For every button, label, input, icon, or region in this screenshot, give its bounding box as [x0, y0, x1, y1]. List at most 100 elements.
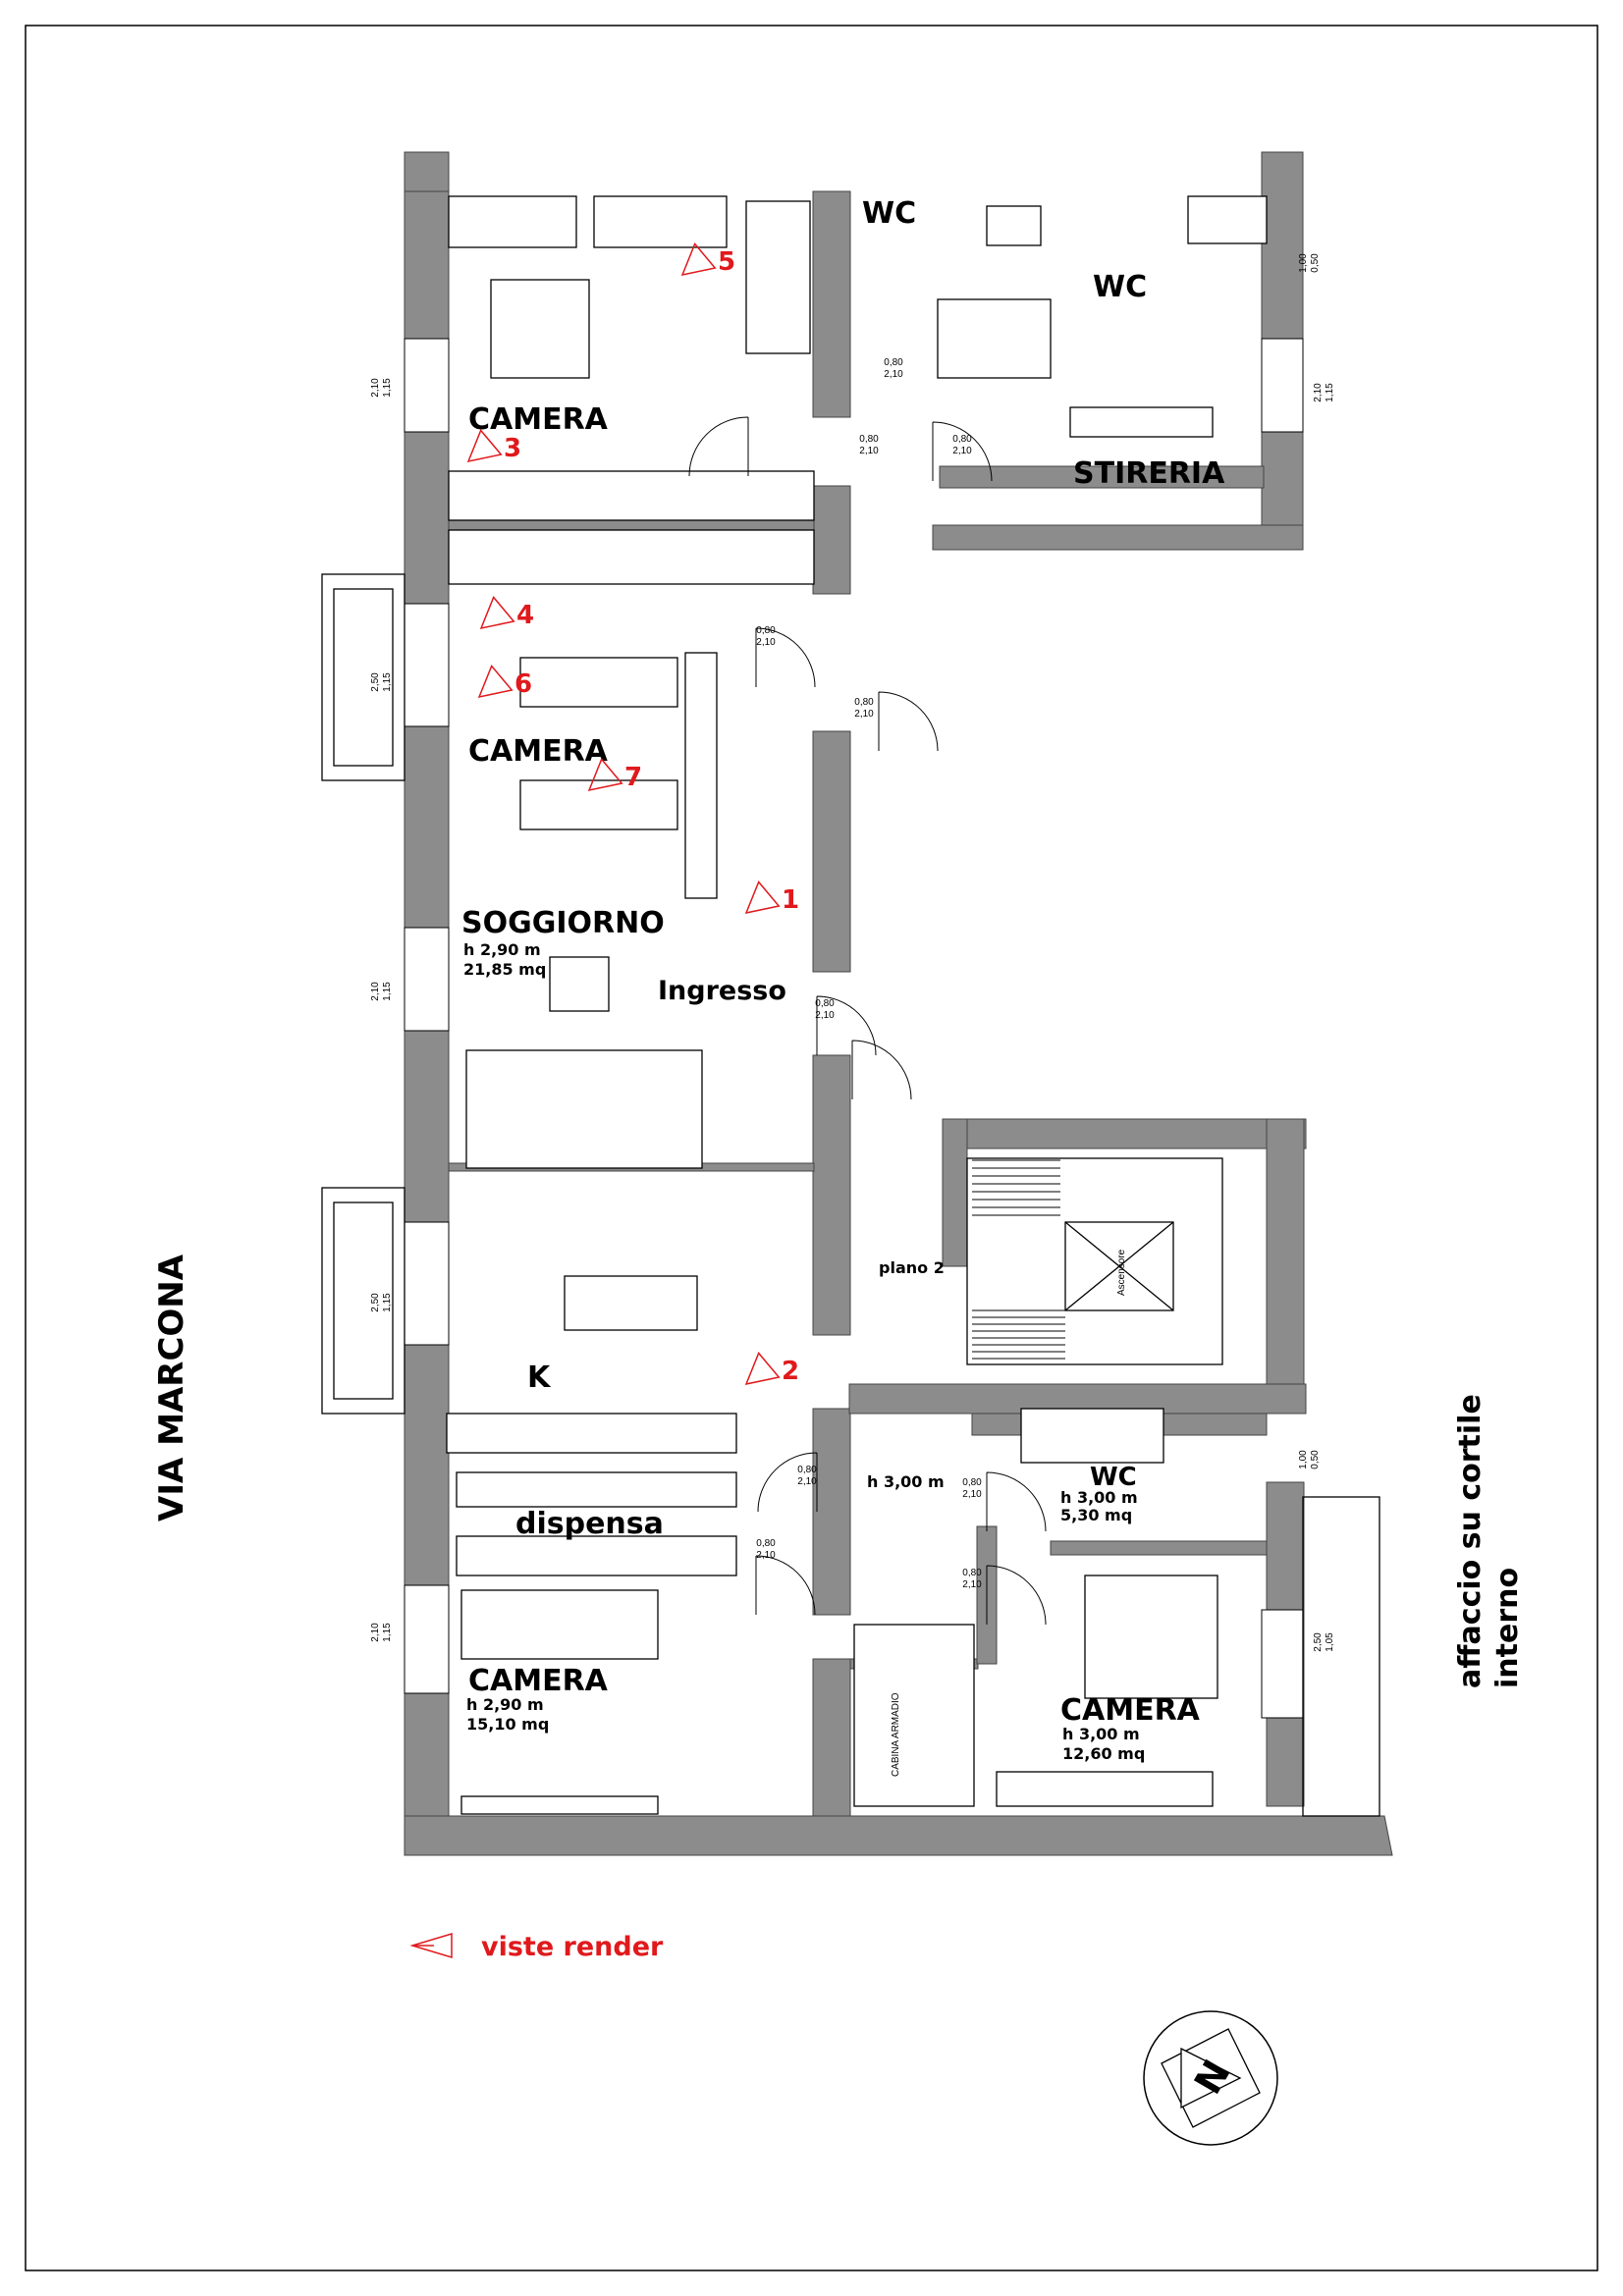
render-view-1: 1	[744, 881, 799, 915]
door-height: 2,10	[815, 1010, 835, 1021]
door-height: 2,10	[797, 1476, 817, 1487]
render-view-5: 5	[680, 242, 735, 277]
door-dimension: 0,802,10	[952, 434, 972, 456]
windows	[321, 338, 1380, 1817]
window-height: 0,50	[1310, 253, 1321, 273]
door-height: 2,10	[962, 1489, 982, 1500]
door-width: 0,80	[962, 1477, 982, 1488]
room-label-dispensa: dispensa	[515, 1507, 664, 1541]
floor-label: plano 2	[879, 1258, 945, 1277]
courtyard-label-line2: interno	[1490, 1568, 1525, 1688]
soggiorno-area: 21,85 mq	[463, 960, 546, 979]
legend-label: viste render	[481, 1932, 664, 1962]
window-width: 1,00	[1298, 253, 1309, 273]
door-height: 2,10	[756, 637, 776, 648]
door-dimension: 0,802,10	[756, 1538, 776, 1561]
door-dimension: 0,802,10	[854, 697, 874, 720]
window-height: 1,15	[1325, 383, 1335, 402]
view-number: 6	[514, 669, 532, 699]
legend-view-icon	[409, 1932, 453, 1959]
door-width: 0,80	[797, 1465, 817, 1475]
door-swing	[932, 421, 993, 482]
door-height: 2,10	[854, 709, 874, 720]
door-dimension: 0,802,10	[962, 1568, 982, 1590]
window-height: 1,05	[1325, 1632, 1335, 1652]
wc-c-height: h 3,00 m	[1060, 1488, 1138, 1507]
room-label-soggiorno: SOGGIORNO	[461, 906, 665, 940]
door-swing	[755, 627, 816, 688]
door-dimension: 0,802,10	[815, 998, 835, 1021]
window-width: 2,50	[1313, 1632, 1324, 1652]
view-cone-icon	[466, 429, 503, 463]
corridor-height: h 3,00 m	[867, 1472, 945, 1491]
window-height: 1,15	[382, 1293, 393, 1312]
door-swing	[688, 416, 749, 477]
north-arrow: N	[1143, 2010, 1278, 2146]
camera-bl-height: h 2,90 m	[466, 1695, 544, 1714]
render-view-2: 2	[744, 1352, 799, 1386]
door-swing	[986, 1565, 1047, 1626]
door-width: 0,80	[962, 1568, 982, 1578]
room-label-k: K	[527, 1361, 552, 1395]
room-label-wc-c: WC	[1090, 1463, 1137, 1492]
walk-in-closet-label: CABINA ARMADIO	[891, 1692, 901, 1777]
room-label-camera-top: CAMERA	[468, 402, 609, 437]
door-height: 2,10	[962, 1579, 982, 1590]
window-height: 0,50	[1310, 1450, 1321, 1469]
render-view-markers: 1 2 3 4 5 6 7	[466, 242, 799, 1386]
legend: viste render	[409, 1932, 664, 1962]
render-view-7: 7	[587, 758, 642, 792]
room-label-wc-a: WC	[862, 196, 916, 231]
room-label-ingresso: Ingresso	[658, 976, 786, 1006]
room-label-camera-br: CAMERA	[1060, 1693, 1201, 1728]
staircase: Ascensore	[966, 1157, 1223, 1365]
door-height: 2,10	[952, 446, 972, 456]
door-height: 2,10	[756, 1550, 776, 1561]
window-width: 2,50	[370, 672, 381, 692]
view-cone-icon	[680, 242, 717, 277]
room-label-camera-bl: CAMERA	[468, 1664, 609, 1698]
elevator-label: Ascensore	[1116, 1249, 1127, 1296]
window-width: 2,10	[1313, 383, 1324, 402]
view-number: 3	[504, 434, 521, 463]
room-labels: CAMERA WC WC STIRERIA CAMERA SOGGIORNO h…	[461, 196, 1225, 1777]
soggiorno-height: h 2,90 m	[463, 940, 541, 959]
view-number: 4	[516, 601, 534, 630]
view-cone-icon	[479, 596, 515, 630]
window-height: 1,15	[382, 378, 393, 398]
window-width: 1,00	[1298, 1450, 1309, 1469]
door-swing	[757, 1452, 818, 1513]
view-cone-icon	[744, 881, 781, 915]
street-label: VIA MARCONA	[152, 1254, 191, 1522]
door-dimension: 0,802,10	[884, 357, 903, 380]
door-swing	[986, 1471, 1047, 1532]
render-view-3: 3	[466, 429, 521, 463]
room-label-stireria: STIRERIA	[1073, 456, 1225, 491]
door-swing	[878, 691, 939, 752]
door-swing	[755, 1555, 816, 1616]
view-number: 7	[624, 763, 642, 792]
door-width: 0,80	[815, 998, 835, 1009]
door-swing	[851, 1040, 912, 1100]
view-number: 1	[782, 885, 799, 915]
window-width: 2,10	[370, 1623, 381, 1642]
view-cone-icon	[744, 1352, 781, 1386]
window-width: 2,50	[370, 1293, 381, 1312]
door-width: 0,80	[756, 625, 776, 636]
view-cone-icon	[587, 758, 623, 792]
window-width: 2,10	[370, 378, 381, 398]
door-dimension: 0,802,10	[859, 434, 879, 456]
render-view-4: 4	[479, 596, 534, 630]
camera-br-area: 12,60 mq	[1062, 1744, 1145, 1763]
page-border	[25, 25, 1598, 2271]
door-dimension: 0,802,10	[962, 1477, 982, 1500]
